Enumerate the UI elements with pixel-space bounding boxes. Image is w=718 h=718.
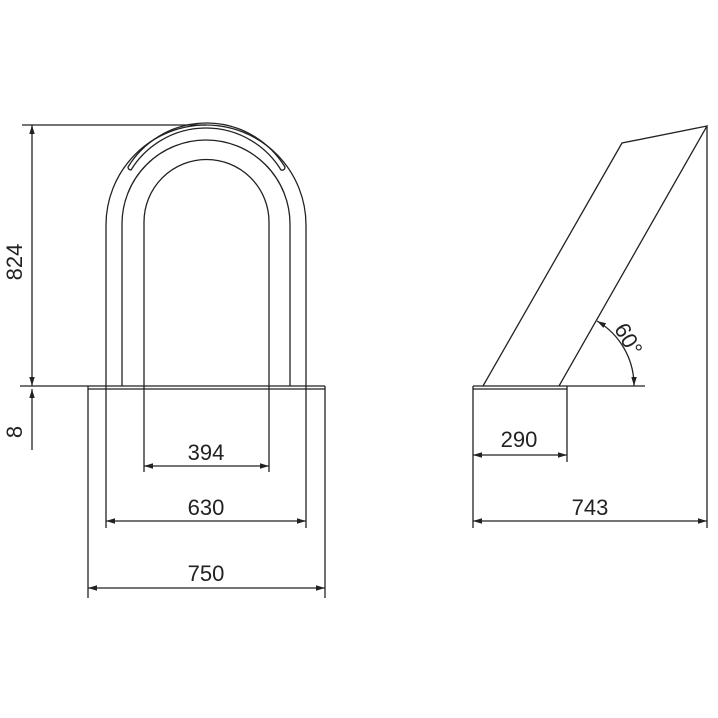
middle-arch [121,139,291,386]
arch-slot [127,122,286,171]
height-label: 824 [2,244,27,281]
outer-arch [105,124,307,386]
angle-arc [596,320,637,387]
inner-arch [143,158,270,386]
plate-thickness-label: 8 [2,426,27,438]
front-view: 824 8 394 630 750 [2,122,326,598]
depth-label: 743 [572,495,609,520]
leg-width-label: 630 [188,495,225,520]
inner-width-label: 394 [188,440,225,465]
plate-width-label: 750 [188,561,225,586]
side-profile [482,125,709,387]
side-view: 60° 290 743 [472,125,709,528]
base-label: 290 [501,427,538,452]
angle-label: 60° [609,319,647,360]
